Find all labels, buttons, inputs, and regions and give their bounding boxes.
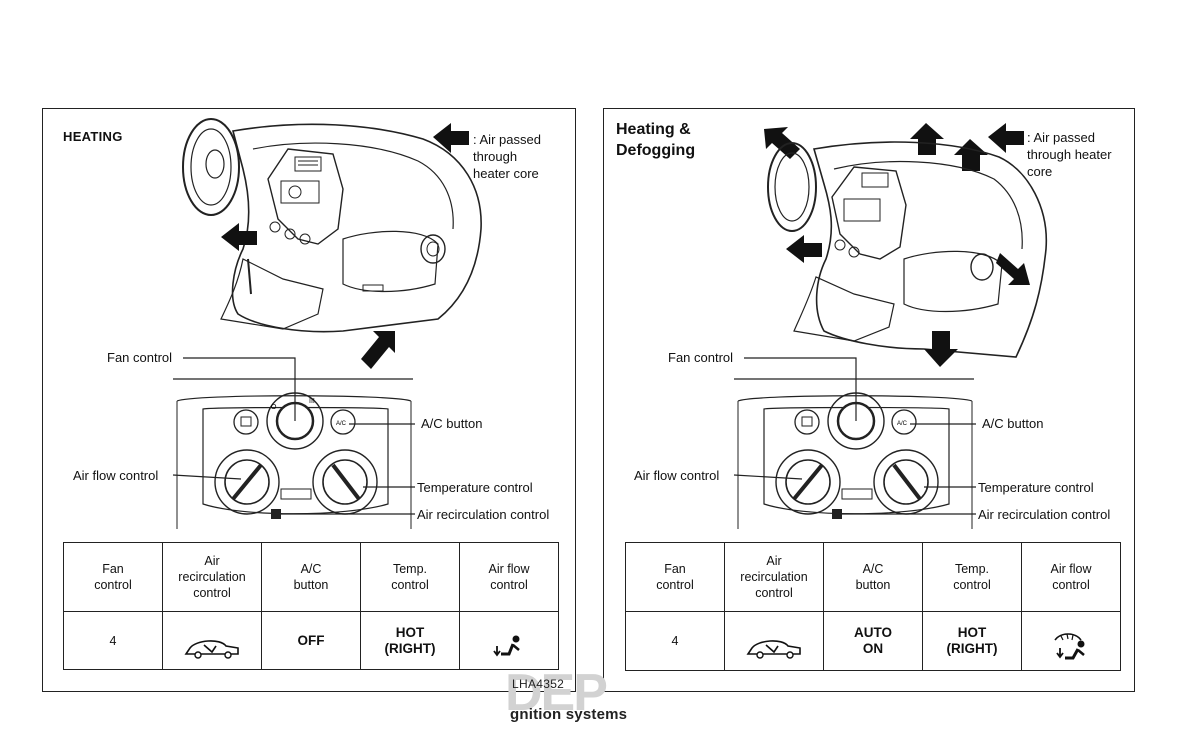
label-air-recirculation-control: Air recirculation control (978, 507, 1111, 522)
side-vent-arrow-icon (996, 253, 1030, 285)
recirculation-lever (280, 488, 312, 500)
settings-table: Fan control Air recirculation control A/… (625, 542, 1121, 671)
air-flow-knob (775, 449, 841, 515)
steering-wheel (182, 118, 240, 216)
defrost-arrow-icon (954, 139, 988, 171)
legend-arrow-icon (433, 123, 469, 153)
value-temp: HOT (RIGHT) (922, 611, 1022, 671)
dashboard-illustration: O III A/C (172, 118, 482, 529)
settings-table: Fan control Air recirculation control A/… (63, 542, 559, 670)
air-note: : Air passed through heater core (473, 132, 541, 181)
label-fan-control: Fan control (107, 350, 173, 365)
steering-wheel (767, 142, 817, 232)
header-temp: Temp. control (360, 542, 460, 612)
svg-text:A/C: A/C (897, 421, 908, 427)
header-ac: A/C button (261, 542, 361, 612)
label-temperature-control: Temperature control (417, 480, 533, 495)
rear-defrost-button (233, 409, 259, 435)
label-air-recirculation-control: Air recirculation control (417, 507, 550, 522)
air-note: : Air passed through heater core (1027, 130, 1112, 179)
dashboard-outline (231, 123, 482, 333)
header-ac: A/C button (823, 542, 923, 612)
center-console (267, 148, 344, 245)
value-airflow (1021, 611, 1121, 671)
control-panel-outline (176, 395, 412, 402)
defrost-arrow-icon (910, 123, 944, 155)
value-recirculation (724, 611, 824, 671)
header-fan: Fan control (63, 542, 163, 612)
glovebox (342, 230, 439, 293)
label-air-flow-control: Air flow control (634, 468, 720, 483)
header-airflow: Air flow control (459, 542, 559, 612)
floor-vent-arrow-icon (361, 331, 395, 369)
defrost-arrow-icon (764, 127, 800, 159)
outside-air-car-icon (184, 639, 239, 659)
svg-text:III: III (309, 398, 315, 405)
dep-watermark-logo: DEP (505, 664, 608, 722)
label-temperature-control: Temperature control (978, 480, 1094, 495)
value-recirculation (162, 611, 262, 670)
value-fan: 4 (625, 611, 725, 671)
glovebox (903, 250, 1003, 313)
header-recirculation: Air recirculation control (724, 542, 824, 612)
watermark-logo-text: DEP (505, 664, 606, 722)
value-temp: HOT (RIGHT) (360, 611, 460, 670)
heating-panel: HEATING O (42, 108, 576, 692)
value-ac: OFF (261, 611, 361, 670)
air-flow-knob (214, 449, 280, 515)
watermark-caption: gnition systems (510, 706, 628, 723)
value-fan: 4 (63, 611, 163, 670)
legend-arrow-icon (988, 123, 1024, 153)
defrost-foot-vent-icon (1054, 633, 1085, 660)
heating-defogging-panel: Heating & Defogging (603, 108, 1135, 692)
recirculation-lever (841, 488, 873, 500)
value-ac: AUTO ON (823, 611, 923, 671)
header-recirculation: Air recirculation control (162, 542, 262, 612)
side-vent (970, 253, 994, 281)
floor-vent-arrow-icon (924, 331, 958, 367)
header-fan: Fan control (625, 542, 725, 612)
header-temp: Temp. control (922, 542, 1022, 612)
label-ac-button: A/C button (982, 416, 1044, 431)
svg-text:O: O (271, 404, 277, 411)
svg-text:A/C: A/C (336, 421, 347, 427)
panel-title: Heating & Defogging (616, 121, 696, 159)
control-panel-outline (737, 395, 973, 402)
foot-vent-icon (493, 635, 520, 656)
ac-button-illus (330, 409, 356, 435)
ac-button-illus (891, 409, 917, 435)
rear-defrost-button (794, 409, 820, 435)
dashboard-illustration: A/C (733, 123, 1048, 529)
label-fan-control: Fan control (668, 350, 734, 365)
outside-air-car-icon (746, 640, 801, 659)
floor-vent-arrow-icon (786, 235, 822, 263)
side-vent (420, 234, 446, 264)
value-airflow (459, 611, 559, 670)
header-airflow: Air flow control (1021, 542, 1121, 612)
panel-title: HEATING (63, 129, 123, 144)
label-ac-button: A/C button (421, 416, 483, 431)
center-console (831, 166, 907, 260)
floor-vent-arrow-icon (221, 223, 257, 251)
label-air-flow-control: Air flow control (73, 468, 159, 483)
figure-code: LHA4352 (512, 677, 565, 691)
dashboard-outline (812, 141, 1048, 358)
